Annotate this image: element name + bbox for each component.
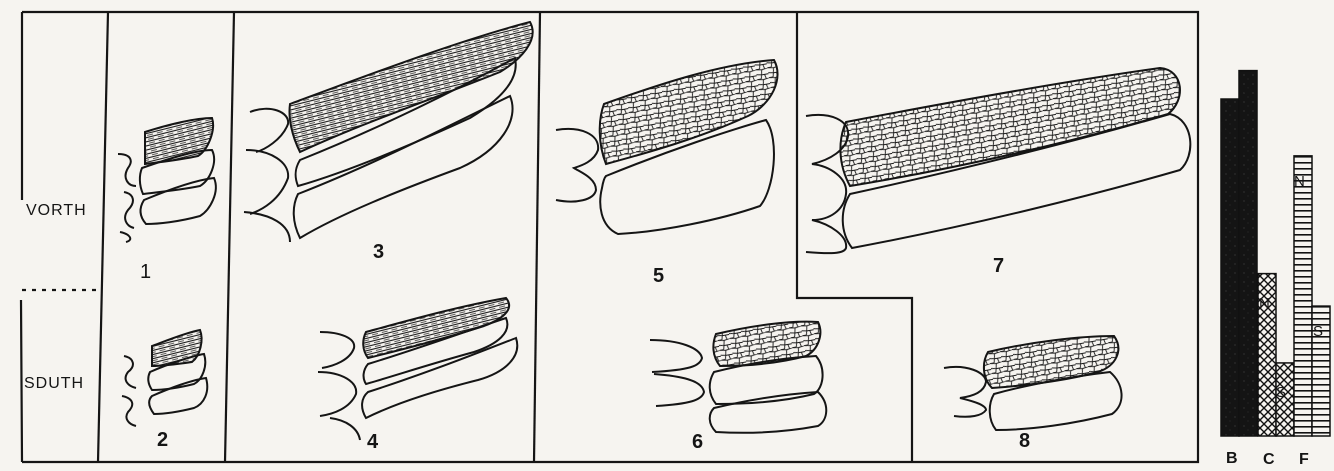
panel-frame	[21, 12, 1198, 462]
bar-chart	[1221, 71, 1330, 436]
stage-label-2: 2	[157, 430, 168, 450]
scale-stage-5	[556, 60, 778, 234]
bar-category-label: B	[1226, 451, 1238, 467]
bar-series-label: S	[1276, 385, 1286, 400]
scale-stage-4	[318, 298, 517, 440]
bar-category-label: C	[1263, 452, 1275, 468]
scale-stage-7	[806, 68, 1190, 253]
bar-B-S	[1239, 71, 1257, 436]
scale-stage-6	[650, 322, 826, 433]
stage-label-5: 5	[653, 266, 664, 286]
scale-stage-3	[244, 22, 533, 242]
scale-stage-2	[122, 330, 207, 426]
bar-series-label: N	[1259, 296, 1270, 311]
bar-series-label: S	[1243, 82, 1253, 97]
bar-series-label: N	[1220, 120, 1231, 135]
row-label-north: VORTH	[26, 203, 87, 219]
stage-label-7: 7	[993, 256, 1004, 276]
stage-label-3: 3	[373, 242, 384, 262]
bar-F-N	[1294, 156, 1312, 436]
stage-label-1: 1	[140, 262, 151, 282]
bar-series-label: N	[1294, 174, 1305, 189]
stage-label-4: 4	[367, 432, 378, 452]
bar-B-N	[1221, 99, 1239, 436]
scale-stage-1	[118, 118, 216, 242]
scale-stage-8	[944, 336, 1122, 430]
stage-label-8: 8	[1019, 431, 1030, 451]
bar-category-label: F	[1299, 452, 1309, 468]
row-label-south: SDUTH	[24, 376, 84, 392]
stage-label-6: 6	[692, 432, 703, 452]
bar-series-label: S	[1313, 324, 1323, 339]
